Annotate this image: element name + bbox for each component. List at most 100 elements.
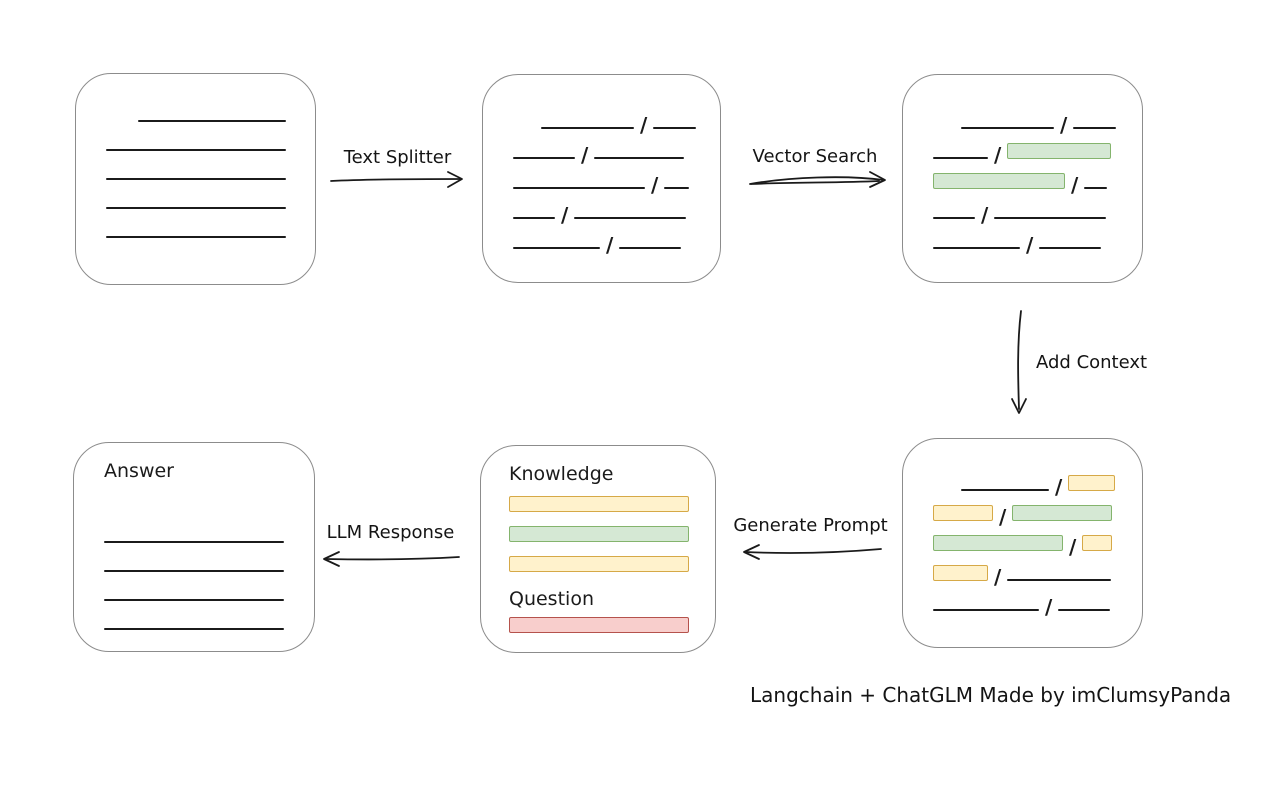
credit-caption: Langchain + ChatGLM Made by imClumsyPand… (750, 683, 1232, 707)
text-splitter-label: Text Splitter (343, 147, 452, 168)
text-line-row (104, 601, 284, 630)
slash-separator: / (994, 143, 1002, 167)
text-line (933, 157, 988, 159)
text-line (513, 217, 555, 219)
slash-separator: / (994, 565, 1002, 589)
split-chunk-rows: ///// (513, 99, 697, 255)
text-line (106, 178, 286, 180)
yellow-highlight (933, 505, 993, 521)
yellow-bar (509, 556, 689, 572)
slash-separator: / (1069, 535, 1077, 559)
green-highlight (1012, 505, 1113, 521)
generate-prompt-label: Generate Prompt (733, 515, 888, 536)
chunk-row: / (513, 99, 697, 135)
knowledge-title: Knowledge (509, 463, 614, 485)
green-highlight (1007, 143, 1112, 159)
llm-response-label: LLM Response (326, 522, 455, 543)
text-line (994, 217, 1107, 219)
text-line (1073, 127, 1117, 129)
chunk-row: / (933, 461, 1116, 497)
yellow-bar (509, 496, 689, 512)
context-chunk-rows: / / / / / (933, 461, 1116, 617)
text-line (104, 628, 284, 630)
text-line-row (106, 180, 286, 209)
vector-search-arrow-icon (749, 171, 886, 188)
text-line (513, 157, 575, 159)
slash-separator: / (1055, 475, 1063, 499)
chunk-row: / (513, 129, 690, 165)
slash-separator: / (651, 173, 659, 197)
green-bar (509, 526, 689, 542)
vector-match-rows: / / / / / (933, 99, 1117, 255)
knowledge-bars (509, 496, 689, 572)
text-line (574, 217, 687, 219)
chunk-row: / (933, 581, 1112, 617)
text-line (104, 570, 284, 572)
chunk-row: / (513, 189, 690, 225)
text-line (933, 247, 1020, 249)
text-line-row (104, 572, 284, 601)
slash-separator: / (1045, 595, 1053, 619)
text-line (1007, 579, 1112, 581)
text-line (664, 187, 690, 189)
text-line (106, 236, 286, 238)
text-line (1058, 609, 1111, 611)
text-line (1039, 247, 1102, 249)
slash-separator: / (640, 113, 648, 137)
text-line-row (106, 209, 286, 238)
answer-title: Answer (104, 460, 174, 482)
chunk-row: / (513, 159, 690, 195)
text-line-row (104, 543, 284, 572)
question-title: Question (509, 588, 594, 610)
vector-search-label: Vector Search (752, 146, 878, 167)
split-chunks-box: ///// (482, 74, 721, 283)
text-line (138, 120, 286, 122)
text-line (513, 247, 600, 249)
slash-separator: / (999, 505, 1007, 529)
text-line-row (106, 93, 286, 122)
llm-response-arrow-icon (323, 551, 460, 567)
slash-separator: / (1060, 113, 1068, 137)
slash-separator: / (561, 203, 569, 227)
text-line (933, 217, 975, 219)
add-context-label: Add Context (1036, 352, 1148, 373)
generate-prompt-arrow-icon (743, 544, 882, 560)
text-line (1084, 187, 1108, 189)
slash-separator: / (981, 203, 989, 227)
add-context-arrow-icon (1011, 310, 1027, 414)
text-line (513, 187, 645, 189)
chunk-row: / (933, 129, 1112, 165)
vector-matches-box: / / / / / (902, 74, 1143, 283)
text-line (541, 127, 634, 129)
chunk-row: / (513, 219, 690, 255)
text-line (594, 157, 685, 159)
text-line (961, 489, 1049, 491)
text-line (104, 599, 284, 601)
chunk-row: / (933, 491, 1113, 527)
chunk-row: / (933, 99, 1117, 135)
text-line-row (104, 514, 284, 543)
text-line (653, 127, 697, 129)
text-splitter-arrow-icon (330, 171, 463, 188)
text-line (106, 207, 286, 209)
text-line (104, 541, 284, 543)
answer-box: Answer (73, 442, 315, 652)
text-line (619, 247, 682, 249)
chunk-row: / (933, 551, 1112, 587)
slash-separator: / (1026, 233, 1034, 257)
text-line-row (106, 151, 286, 180)
green-highlight (933, 535, 1063, 551)
slash-separator: / (606, 233, 614, 257)
source-document-box (75, 73, 316, 285)
chunk-row: / (933, 521, 1113, 557)
slash-separator: / (1071, 173, 1079, 197)
document-lines (106, 93, 286, 238)
yellow-highlight (1068, 475, 1116, 491)
chunk-row: / (933, 159, 1112, 195)
text-line (961, 127, 1054, 129)
context-chunks-box: / / / / / (902, 438, 1143, 648)
answer-lines (104, 514, 284, 630)
chunk-row: / (933, 189, 1112, 225)
text-line (933, 609, 1039, 611)
